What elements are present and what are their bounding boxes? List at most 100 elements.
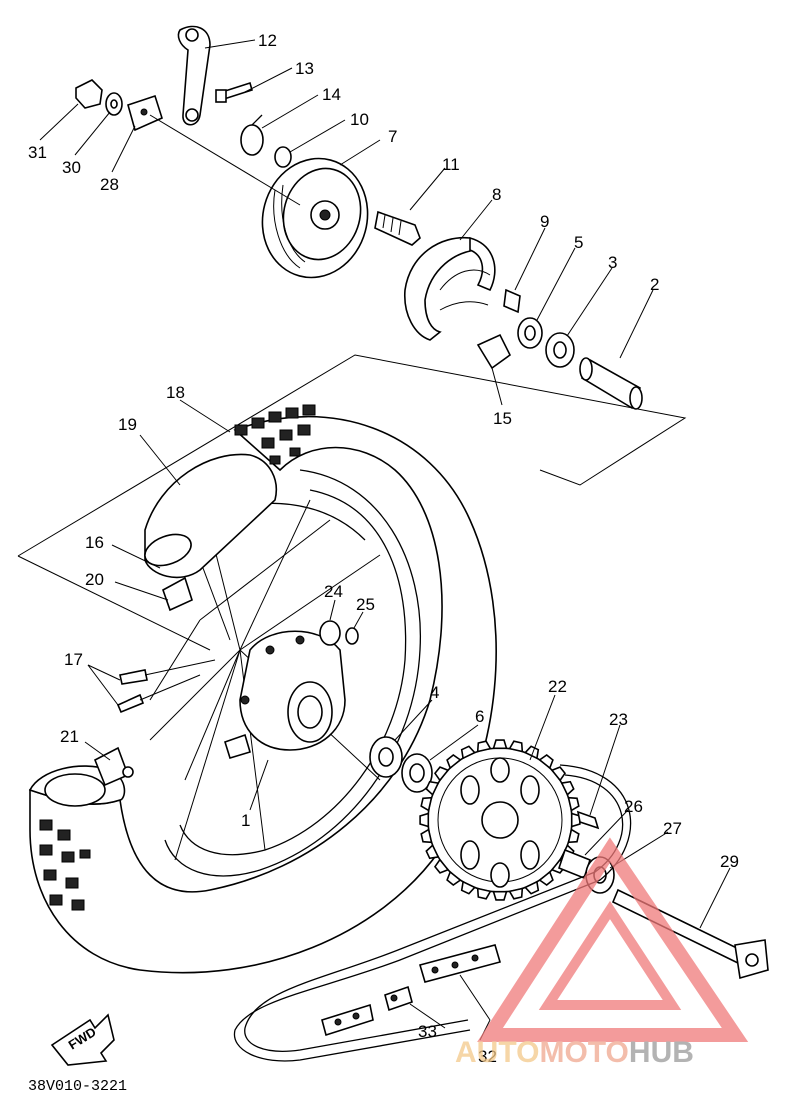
oil-seal (517, 317, 543, 349)
watermark-triangle-icon (477, 837, 749, 1042)
hub (224, 630, 346, 759)
callout-9: 9 (540, 212, 549, 231)
callout-18: 18 (166, 383, 185, 402)
spoke-nipples (116, 659, 216, 714)
callout-33: 33 (418, 1022, 437, 1041)
shoe-plate-15 (476, 333, 512, 370)
callout-27: 27 (663, 819, 682, 838)
callout-7: 7 (388, 127, 397, 146)
callout-13: 13 (295, 59, 314, 78)
sprocket-tooth (492, 890, 508, 901)
sprocket-tooth (420, 796, 433, 812)
collar-2 (579, 357, 643, 410)
callout-15: 15 (493, 409, 512, 428)
watermark-logo: AUTOMOTOHUB (455, 837, 749, 1069)
watermark-auto: AUTO (455, 1036, 539, 1069)
callout-4: 4 (430, 683, 439, 702)
callout-14: 14 (322, 85, 341, 104)
rim-band (162, 576, 193, 612)
sprocket-tooth (425, 780, 440, 797)
rim-lock (93, 746, 134, 787)
sprocket (419, 739, 581, 901)
callout-12: 12 (258, 31, 277, 50)
sprocket-tooth (460, 745, 477, 760)
sprocket-tooth (570, 812, 581, 828)
callout-17: 17 (64, 650, 83, 669)
tire-tread-top (234, 404, 316, 465)
callout-10: 10 (350, 110, 369, 129)
drive-chain (233, 764, 632, 1062)
brake-plate (261, 157, 369, 279)
callout-11: 11 (442, 155, 460, 174)
leader-lines (39, 39, 731, 1041)
watermark-hub: HUB (629, 1036, 694, 1069)
camshaft (374, 210, 421, 246)
sprocket-tooth (446, 870, 462, 887)
callout-19: 19 (118, 415, 137, 434)
callout-16: 16 (85, 533, 104, 552)
sprocket-tooth (538, 870, 554, 887)
sprocket-tooth (460, 880, 477, 895)
callout-26: 26 (624, 797, 643, 816)
callout-31: 31 (28, 143, 47, 162)
callout-29: 29 (720, 852, 739, 871)
svg-text:AUTOMOTOHUB: AUTOMOTOHUB (455, 1036, 694, 1069)
sprocket-tooth (538, 753, 554, 770)
oil-seal-6 (401, 753, 433, 793)
callout-6: 6 (475, 707, 484, 726)
tire-tread-bottom (39, 819, 91, 911)
callout-30: 30 (62, 158, 81, 177)
plate-28 (127, 94, 163, 132)
sprocket-tooth (567, 796, 580, 812)
spokes (149, 499, 381, 861)
callout-labels: 12 13 14 10 7 11 8 9 5 3 2 15 31 30 28 1… (28, 31, 739, 1066)
sprocket-tooth (492, 739, 508, 750)
watermark-moto: MOTO (539, 1036, 628, 1069)
spacer-24 (319, 620, 341, 646)
callout-3: 3 (608, 253, 617, 272)
sprocket-tooth (560, 780, 575, 797)
bolt-23 (576, 810, 600, 830)
callout-1: 1 (241, 811, 250, 830)
callout-22: 22 (548, 677, 567, 696)
sprocket-tooth (476, 740, 492, 753)
bearing-3 (545, 332, 575, 368)
sprocket-tooth (523, 745, 540, 760)
assembly-outline-upper (17, 354, 687, 651)
sprocket-tooth (508, 887, 524, 900)
callout-2: 2 (650, 275, 659, 294)
bolt-13 (215, 81, 253, 103)
sprocket-tooth (425, 843, 440, 860)
sprocket-tooth (420, 828, 433, 844)
sprocket-tooth (419, 812, 430, 828)
callout-23: 23 (609, 710, 628, 729)
callout-25: 25 (356, 595, 375, 614)
nut-31 (75, 79, 103, 109)
sprocket-tooth (433, 858, 450, 874)
inner-tube (144, 453, 277, 579)
sprocket-tooth (508, 740, 524, 753)
brake-shoes (404, 236, 496, 341)
sprocket-tooth (567, 828, 580, 844)
sprocket-tooth (523, 880, 540, 895)
sprocket-tooth (476, 887, 492, 900)
sprocket-tooth (433, 766, 450, 782)
diagram-code: 38V010-3221 (28, 1078, 127, 1095)
washer-30 (105, 92, 123, 116)
callout-8: 8 (492, 185, 501, 204)
sprocket-tooth (550, 766, 567, 782)
callout-5: 5 (574, 233, 583, 252)
chain-segment-32 (321, 944, 501, 1037)
master-link-33 (384, 985, 413, 1012)
callout-24: 24 (324, 582, 343, 601)
washer-25 (345, 627, 359, 645)
spring-14 (240, 114, 264, 156)
bearing-4 (369, 736, 403, 778)
callout-28: 28 (100, 175, 119, 194)
sprocket-tooth (446, 753, 462, 770)
brake-spring (503, 288, 521, 314)
callout-32: 32 (478, 1047, 497, 1066)
callout-21: 21 (60, 727, 79, 746)
forward-arrow-icon: FWD (50, 1013, 115, 1066)
